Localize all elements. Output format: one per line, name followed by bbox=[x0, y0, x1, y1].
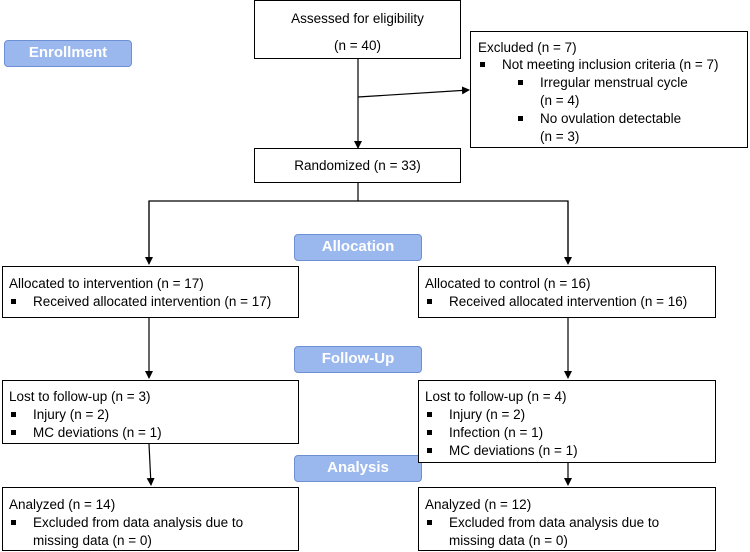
intervention-analyzed-box: Analyzed (n = 14) Excluded from data ana… bbox=[2, 487, 299, 551]
control-lost-title: Lost to follow-up (n = 4) bbox=[425, 389, 567, 404]
control-analyzed-box: Analyzed (n = 12) Excluded from data ana… bbox=[418, 487, 716, 551]
bullet-icon bbox=[11, 299, 16, 304]
intervention-allocated-title: Allocated to intervention (n = 17) bbox=[9, 276, 204, 291]
bullet-icon bbox=[427, 412, 432, 417]
excluded-item: Not meeting inclusion criteria (n = 7) bbox=[502, 57, 719, 72]
bullet-icon bbox=[518, 80, 523, 85]
excluded-sub1-line2: (n = 4) bbox=[540, 93, 580, 108]
bullet-icon bbox=[427, 430, 432, 435]
control-allocated-box: Allocated to control (n = 16) Received a… bbox=[418, 266, 716, 318]
randomized-title: Randomized (n = 33) bbox=[294, 158, 421, 173]
control-lost-box: Lost to follow-up (n = 4) Injury (n = 2)… bbox=[418, 380, 716, 463]
bullet-icon bbox=[11, 412, 16, 417]
bullet-icon bbox=[427, 448, 432, 453]
arrow-to-excluded bbox=[357, 86, 470, 98]
excluded-box: Excluded (n = 7) Not meeting inclusion c… bbox=[470, 31, 748, 148]
bullet-icon bbox=[427, 299, 432, 304]
randomized-box: Randomized (n = 33) bbox=[254, 148, 461, 183]
bullet-icon bbox=[480, 62, 485, 67]
control-analyzed-item-line2: missing data (n = 0) bbox=[449, 533, 568, 548]
bullet-icon bbox=[11, 520, 16, 525]
stage-allocation: Allocation bbox=[294, 234, 422, 261]
excluded-title: Excluded (n = 7) bbox=[478, 40, 577, 55]
intervention-lost-item: MC deviations (n = 1) bbox=[33, 425, 162, 440]
intervention-lost-item: Injury (n = 2) bbox=[33, 407, 110, 422]
control-allocated-item: Received allocated intervention (n = 16) bbox=[449, 294, 688, 309]
arrow-intervention-to-analyzed bbox=[146, 443, 155, 486]
control-analyzed-item-line1: Excluded from data analysis due to bbox=[449, 515, 660, 530]
intervention-lost-box: Lost to follow-up (n = 3) Injury (n = 2)… bbox=[2, 380, 299, 444]
assessed-box: Assessed for eligibility (n = 40) bbox=[254, 0, 461, 59]
control-lost-item: Injury (n = 2) bbox=[449, 407, 526, 422]
intervention-allocated-item: Received allocated intervention (n = 17) bbox=[33, 294, 272, 309]
intervention-analyzed-item-line2: missing data (n = 0) bbox=[33, 533, 152, 548]
intervention-allocated-box: Allocated to intervention (n = 17) Recei… bbox=[2, 266, 299, 318]
control-analyzed-title: Analyzed (n = 12) bbox=[425, 497, 532, 512]
stage-follow-up: Follow-Up bbox=[294, 346, 422, 373]
intervention-analyzed-title: Analyzed (n = 14) bbox=[9, 497, 116, 512]
stage-analysis: Analysis bbox=[294, 455, 422, 482]
stage-enrollment: Enrollment bbox=[4, 40, 132, 67]
excluded-sub2-line1: No ovulation detectable bbox=[540, 111, 682, 126]
control-lost-item: MC deviations (n = 1) bbox=[449, 443, 578, 458]
control-lost-item: Infection (n = 1) bbox=[449, 425, 544, 440]
control-allocated-title: Allocated to control (n = 16) bbox=[425, 276, 591, 291]
excluded-sub1-line1: Irregular menstrual cycle bbox=[540, 75, 688, 90]
assessed-count: (n = 40) bbox=[334, 38, 381, 53]
intervention-analyzed-item-line1: Excluded from data analysis due to bbox=[33, 515, 244, 530]
bullet-icon bbox=[11, 430, 16, 435]
assessed-title: Assessed for eligibility bbox=[291, 11, 424, 26]
bullet-icon bbox=[518, 116, 523, 121]
excluded-sub2-line2: (n = 3) bbox=[540, 129, 580, 144]
intervention-lost-title: Lost to follow-up (n = 3) bbox=[9, 389, 151, 404]
bullet-icon bbox=[427, 520, 432, 525]
